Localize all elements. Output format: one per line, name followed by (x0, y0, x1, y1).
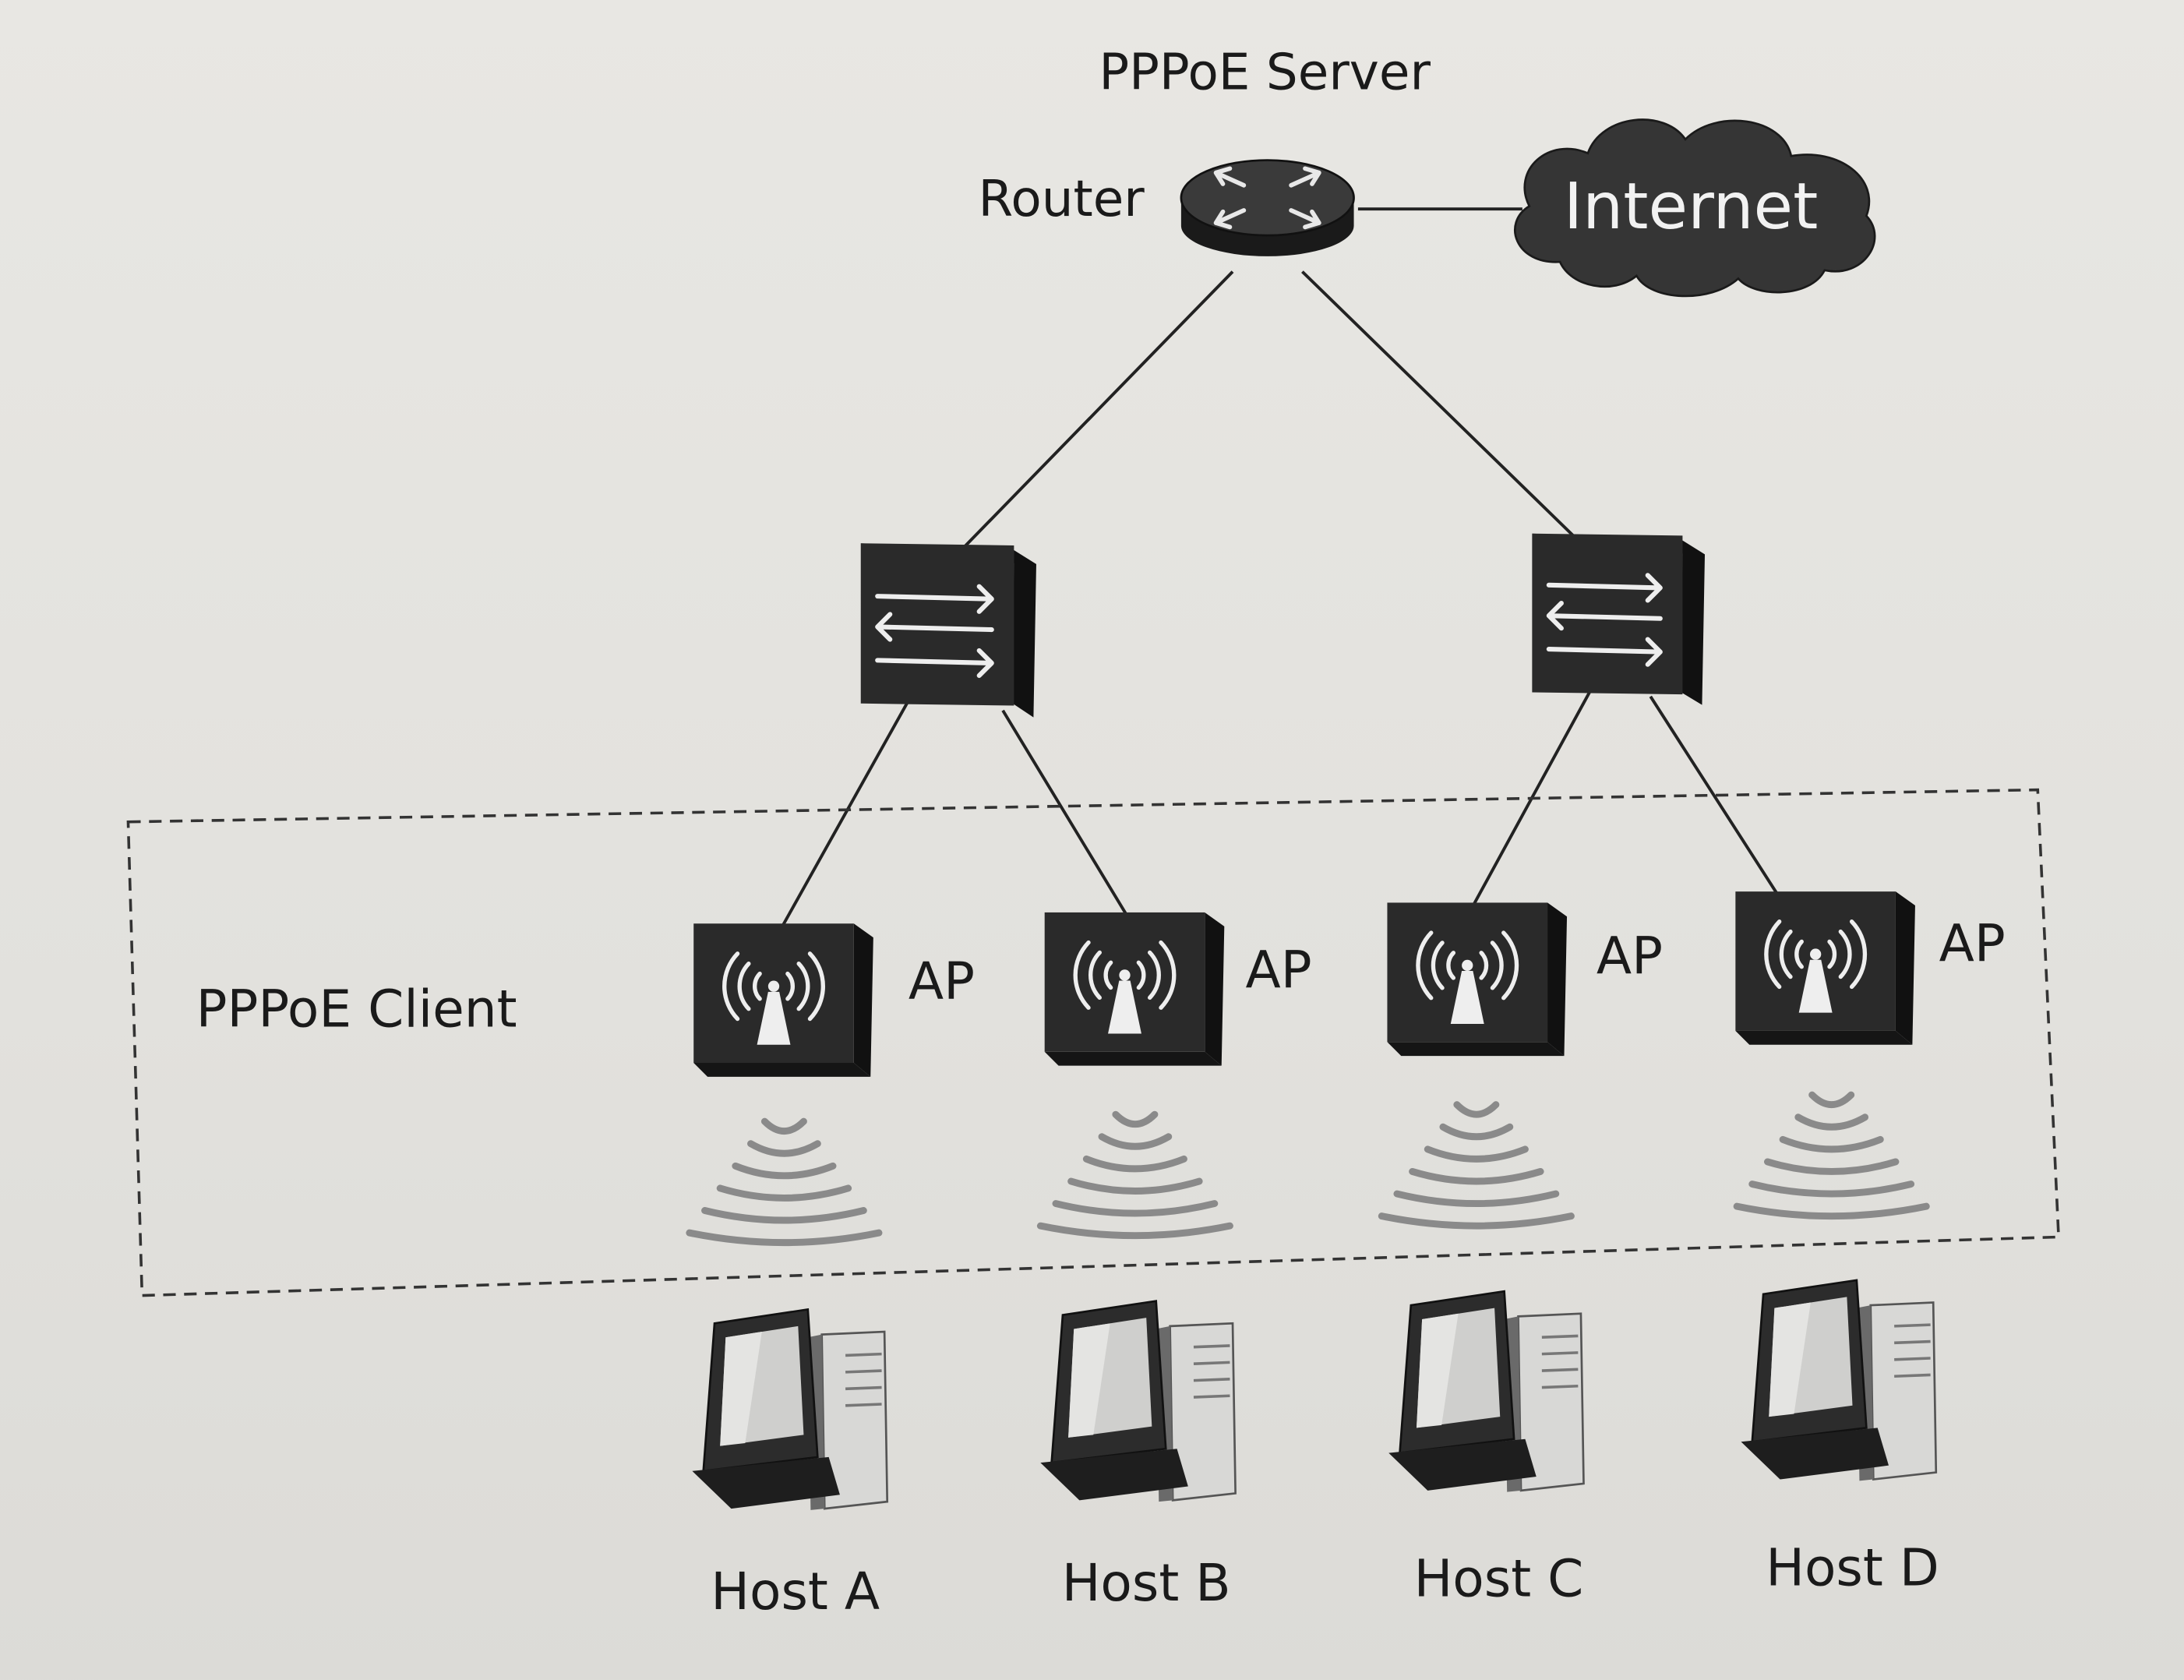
host-label: Host B (1062, 1553, 1231, 1613)
wireless-signals (686, 1091, 1930, 1247)
wireless-signal-icon (1036, 1110, 1233, 1240)
ap-label: AP (1597, 926, 1663, 986)
host-label: Host C (1414, 1549, 1584, 1609)
pppoe-client-region (126, 788, 2060, 1297)
internet-label: Internet (1564, 170, 1818, 244)
switch-right-icon (1532, 533, 1706, 705)
wireless-signal-icon (686, 1117, 883, 1247)
router-icon (1180, 159, 1355, 256)
access-point-icon (1735, 891, 1915, 1045)
access-point-icon (1044, 912, 1225, 1066)
link-switch-right-ap-4 (1649, 695, 1784, 904)
wireless-signal-icon (1733, 1091, 1930, 1220)
computer-icon (1741, 1279, 1938, 1481)
host-label: Host D (1766, 1537, 1939, 1597)
computer-icon (1388, 1290, 1585, 1492)
client-label: PPPoE Client (196, 979, 517, 1039)
host-label: Host A (711, 1562, 880, 1622)
ap-label: AP (1245, 940, 1311, 1000)
access-point-icon (1387, 902, 1568, 1057)
link-router-switch-right (1301, 270, 1575, 538)
wireless-signal-icon (1378, 1101, 1575, 1230)
access-point-icon (693, 923, 873, 1077)
ap-label: AP (1939, 914, 2006, 974)
computer-icon (1040, 1300, 1237, 1502)
computer-icon (692, 1308, 889, 1510)
ap-label: AP (909, 951, 975, 1011)
hosts (692, 1279, 1938, 1510)
link-router-switch-left (960, 270, 1234, 552)
link-switch-left-ap-2 (1001, 709, 1133, 923)
server-label: PPPoE Server (1099, 43, 1431, 101)
link-switch-left-ap-1 (778, 693, 914, 932)
switch-left-icon (860, 543, 1036, 718)
internet-cloud-icon (1514, 118, 1876, 298)
router-label: Router (979, 170, 1145, 228)
access-points (693, 891, 1915, 1077)
